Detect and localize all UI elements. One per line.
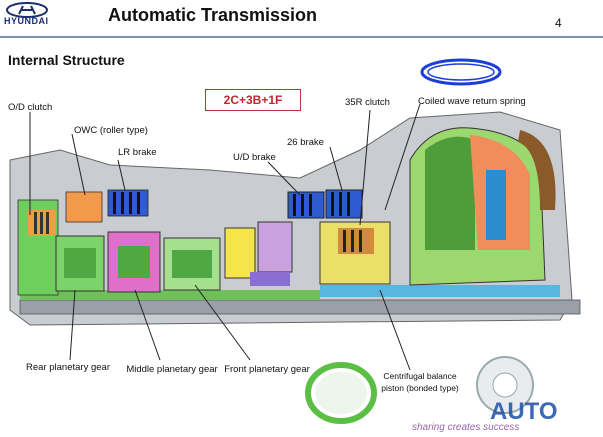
label-owc: OWC (roller type) (74, 125, 148, 136)
label-od-clutch: O/D clutch (8, 102, 53, 113)
label-35r-clutch: 35R clutch (345, 97, 390, 108)
header-divider (0, 36, 603, 38)
label-centrifugal-balance: Centrifugal balance piston (bonded type) (381, 371, 459, 393)
hyundai-logo (4, 2, 50, 28)
watermark-tagline: sharing creates success (412, 422, 520, 433)
brand-name: HYUNDAI (4, 16, 49, 26)
configuration-badge: 2C+3B+1F (205, 89, 301, 111)
watermark-brand: AUTO (490, 398, 558, 425)
label-lr-brake: LR brake (118, 147, 157, 158)
page-number: 4 (555, 16, 562, 30)
label-middle-planetary: Middle planetary gear (126, 364, 218, 375)
label-ud-brake: U/D brake (233, 152, 276, 163)
label-front-planetary: Front planetary gear (224, 364, 310, 375)
label-26-brake: 26 brake (287, 137, 324, 148)
section-title: Internal Structure (8, 52, 125, 68)
label-coiled-spring: Coiled wave return spring (418, 96, 526, 107)
page-title: Automatic Transmission (108, 5, 318, 25)
label-rear-planetary: Rear planetary gear (26, 362, 110, 373)
hyundai-logo-icon (6, 2, 48, 18)
